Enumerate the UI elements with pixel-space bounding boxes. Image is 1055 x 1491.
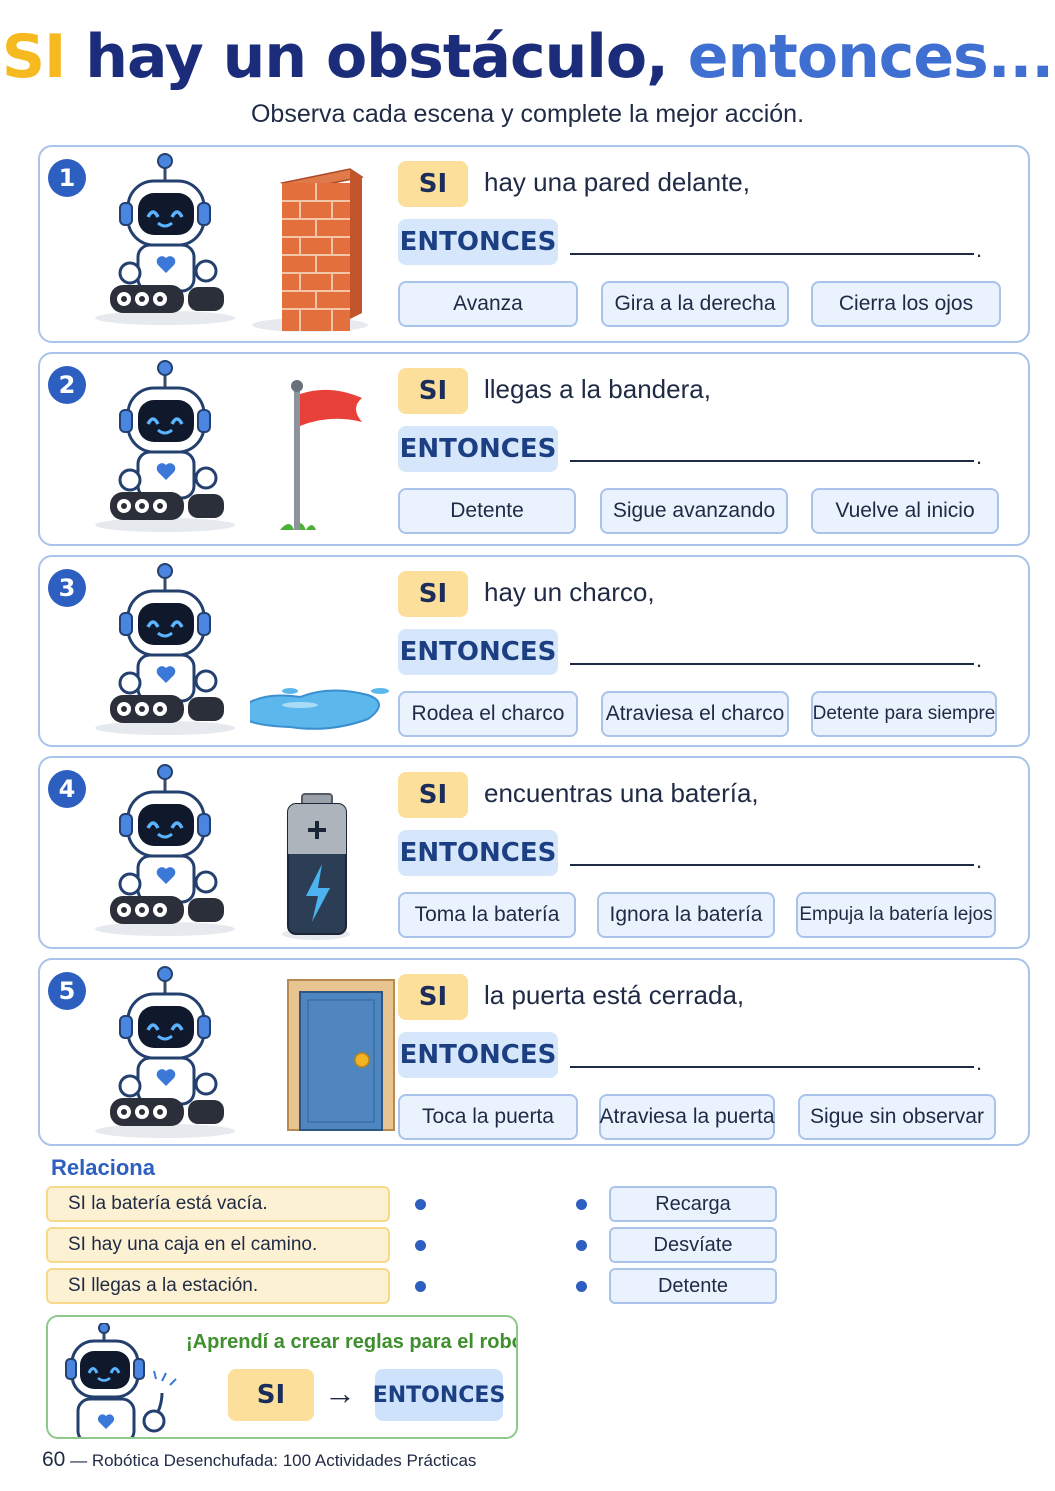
option-button[interactable]: Sigue sin observar <box>798 1094 996 1140</box>
answer-blank[interactable] <box>570 663 974 665</box>
title-middle: hay un obstáculo, <box>85 22 669 92</box>
option-button[interactable]: Detente <box>398 488 576 534</box>
brick-wall-icon <box>252 168 368 332</box>
entonces-label: ENTONCES <box>398 830 558 876</box>
option-button[interactable]: Atraviesa la puerta <box>599 1094 775 1140</box>
page-footer: 60 — Robótica Desenchufada: 100 Activida… <box>42 1448 476 1472</box>
condition-text: hay una pared delante, <box>484 167 750 197</box>
answer-blank[interactable] <box>570 864 974 866</box>
condition-text: la puerta está cerrada, <box>484 980 745 1010</box>
item-number: 3 <box>48 569 86 607</box>
match-left-item[interactable]: SI la batería está vacía. <box>46 1186 390 1222</box>
entonces-label: ENTONCES <box>398 1032 558 1078</box>
robot-pointing-icon <box>65 1323 177 1437</box>
si-label: SI <box>398 571 468 617</box>
arrow-right-icon: → <box>324 1375 356 1411</box>
summary-si-label: SI <box>228 1369 314 1421</box>
answer-blank[interactable] <box>570 460 974 462</box>
si-label: SI <box>398 368 468 414</box>
match-dot-right[interactable] <box>576 1281 587 1292</box>
option-button[interactable]: Detente para siempre <box>811 691 997 737</box>
condition-text: hay un charco, <box>484 577 655 607</box>
si-label: SI <box>398 772 468 818</box>
blank-period: . <box>976 444 983 469</box>
match-title: Relaciona <box>51 1155 155 1180</box>
match-dot-right[interactable] <box>576 1240 587 1251</box>
red-flag-icon <box>280 380 362 530</box>
activity-card-1: 1 SI hay una pared delante, ENTONCES . A… <box>38 145 1030 343</box>
option-button[interactable]: Vuelve al inicio <box>811 488 999 534</box>
match-right-item[interactable]: Desvíate <box>609 1227 777 1263</box>
si-label: SI <box>398 161 468 207</box>
entonces-label: ENTONCES <box>398 629 558 675</box>
item-number: 1 <box>48 159 86 197</box>
option-button[interactable]: Toma la batería <box>398 892 576 938</box>
blank-period: . <box>976 848 983 873</box>
book-title: — Robótica Desenchufada: 100 Actividades… <box>70 1451 477 1470</box>
option-button[interactable]: Avanza <box>398 281 578 327</box>
robot-icon <box>93 563 237 737</box>
door-icon <box>287 979 395 1131</box>
condition-text: encuentras una batería, <box>484 778 759 808</box>
match-dot-left[interactable] <box>415 1240 426 1251</box>
title-si: SI <box>1 22 67 92</box>
page-title: SI hay un obstáculo, entonces... <box>0 22 1055 92</box>
match-dot-left[interactable] <box>415 1199 426 1210</box>
match-right-item[interactable]: Recarga <box>609 1186 777 1222</box>
option-button[interactable]: Gira a la derecha <box>601 281 789 327</box>
option-button[interactable]: Rodea el charco <box>398 691 578 737</box>
option-button[interactable]: Empuja la batería lejos <box>796 892 996 938</box>
entonces-label: ENTONCES <box>398 426 558 472</box>
match-dot-right[interactable] <box>576 1199 587 1210</box>
robot-icon <box>93 153 237 327</box>
summary-entonces-label: ENTONCES <box>373 1369 505 1421</box>
page-subtitle: Observa cada escena y complete la mejor … <box>250 100 805 128</box>
match-dot-left[interactable] <box>415 1281 426 1292</box>
option-button[interactable]: Atraviesa el charco <box>601 691 789 737</box>
entonces-label: ENTONCES <box>398 219 558 265</box>
option-button[interactable]: Sigue avanzando <box>600 488 788 534</box>
summary-box: ¡Aprendí a crear reglas para el robot! S… <box>46 1315 518 1439</box>
puddle-icon <box>250 688 389 730</box>
robot-icon <box>93 360 237 534</box>
item-number: 5 <box>48 972 86 1010</box>
answer-blank[interactable] <box>570 253 974 255</box>
activity-card-5: 5 SI la puerta está cerrada, ENTONCES . … <box>38 958 1030 1146</box>
activity-card-3: 3 SI hay un charco, ENTONCES . Rodea el … <box>38 555 1030 747</box>
match-left-item[interactable]: SI hay una caja en el camino. <box>46 1227 390 1263</box>
si-label: SI <box>398 974 468 1020</box>
condition-text: llegas a la bandera, <box>484 374 711 404</box>
item-number: 2 <box>48 366 86 404</box>
blank-period: . <box>976 647 983 672</box>
activity-card-2: 2 SI llegas a la bandera, ENTONCES . Det… <box>38 352 1030 546</box>
robot-icon <box>93 764 237 938</box>
title-entonces: entonces... <box>687 22 1054 92</box>
activity-card-4: 4 SI encuentras una batería, ENTONCES . … <box>38 756 1030 949</box>
robot-icon <box>93 966 237 1140</box>
battery-icon <box>282 793 350 940</box>
blank-period: . <box>976 1050 983 1075</box>
option-button[interactable]: Ignora la batería <box>597 892 775 938</box>
option-button[interactable]: Toca la puerta <box>398 1094 578 1140</box>
summary-text: ¡Aprendí a crear reglas para el robot! <box>186 1331 518 1353</box>
item-number: 4 <box>48 770 86 808</box>
answer-blank[interactable] <box>570 1066 974 1068</box>
blank-period: . <box>976 237 983 262</box>
option-button[interactable]: Cierra los ojos <box>811 281 1001 327</box>
match-right-item[interactable]: Detente <box>609 1268 777 1304</box>
match-left-item[interactable]: SI llegas a la estación. <box>46 1268 390 1304</box>
page-number: 60 <box>42 1448 66 1471</box>
